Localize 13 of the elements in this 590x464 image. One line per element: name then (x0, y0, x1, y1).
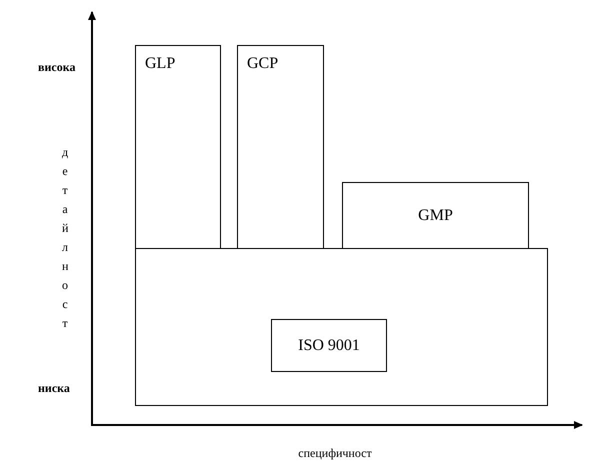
standard-box (271, 319, 387, 372)
standard-name: GLP (145, 55, 176, 73)
base-box (135, 248, 548, 406)
standard-box (342, 182, 529, 249)
standard-name: ISO 9001 (298, 336, 360, 354)
axis-title: специфичност (298, 446, 372, 461)
standard-box (135, 45, 221, 249)
level-label: висока (38, 60, 76, 75)
standard-name: GMP (418, 206, 453, 224)
standard-box (237, 45, 324, 249)
axis-title: детайлност (62, 144, 68, 332)
standard-name: GCP (247, 55, 278, 73)
level-label: ниска (38, 381, 70, 396)
